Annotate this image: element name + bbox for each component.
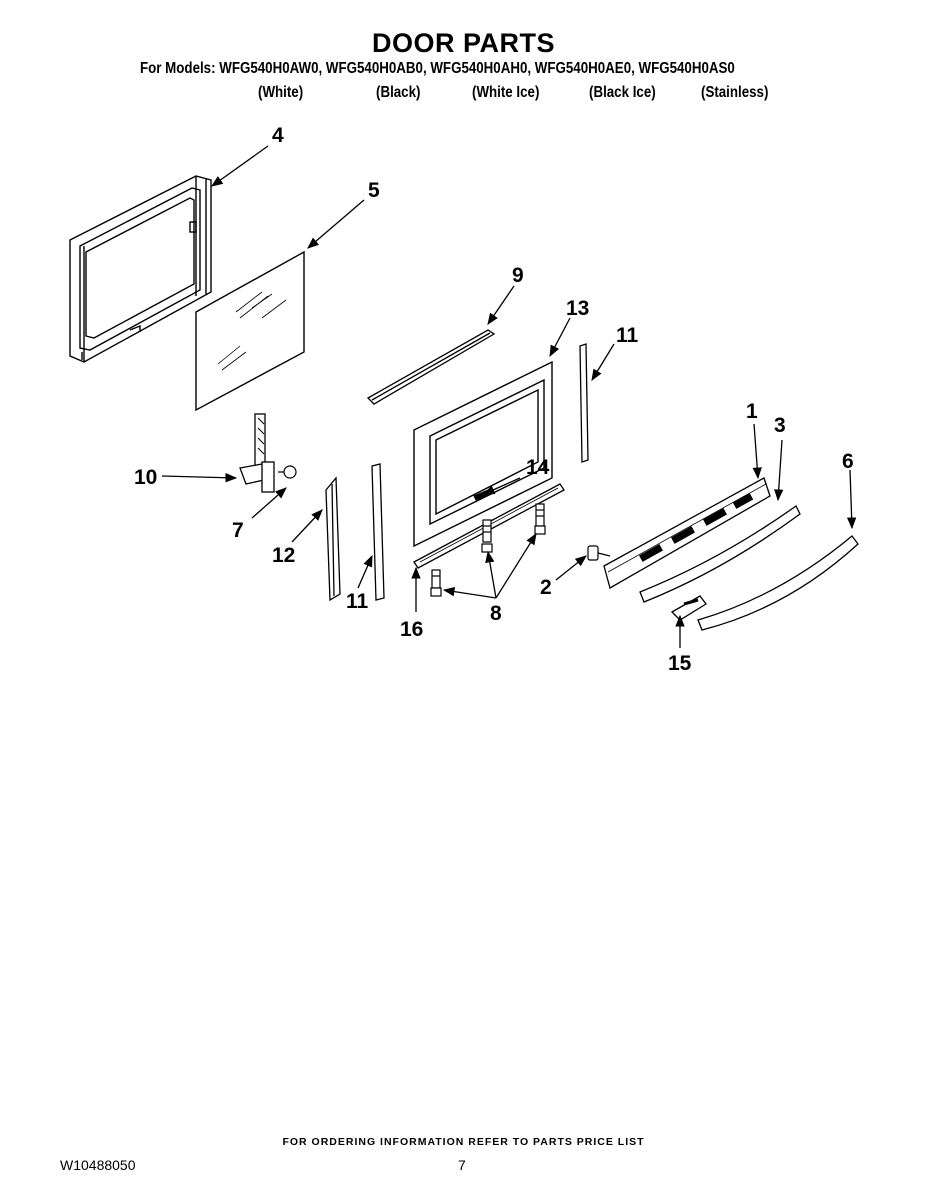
part-handle-trim <box>697 535 859 631</box>
page-number: 7 <box>458 1157 466 1173</box>
part-hinge-screw <box>278 465 297 479</box>
part-door-glass <box>195 250 305 412</box>
color-label-white-ice: (White Ice) <box>472 84 540 101</box>
color-label-stainless: (Stainless) <box>701 84 769 101</box>
part-screws <box>430 503 546 597</box>
callout-3: 3 <box>774 414 786 437</box>
models-line: For Models: WFG540H0AW0, WFG540H0AB0, WF… <box>140 60 735 77</box>
part-outer-door-panel <box>413 360 553 548</box>
part-side-trim-left <box>371 463 385 601</box>
callout-8: 8 <box>490 602 502 625</box>
part-vent-handle-base <box>603 477 771 589</box>
callout-10: 10 <box>134 466 157 489</box>
part-handle-screw <box>587 545 611 561</box>
callout-7: 7 <box>232 519 244 542</box>
callout-12: 12 <box>272 544 295 567</box>
leader-lines <box>161 145 857 648</box>
part-end-cap <box>670 595 707 621</box>
part-side-trim-right <box>579 343 589 463</box>
part-inner-door-frame <box>69 175 212 363</box>
callout-1: 1 <box>746 400 758 423</box>
part-door-handle <box>639 505 801 603</box>
callout-6: 6 <box>842 450 854 473</box>
color-label-white: (White) <box>258 84 304 101</box>
ordering-note: FOR ORDERING INFORMATION REFER TO PARTS … <box>282 1136 645 1148</box>
page-title: DOOR PARTS <box>371 28 555 58</box>
part-door-hinge <box>239 413 275 493</box>
callout-15: 15 <box>668 652 692 675</box>
part-hinge-channel <box>325 476 341 602</box>
color-label-black: (Black) <box>376 84 421 101</box>
color-label-black-ice: (Black Ice) <box>589 84 656 101</box>
document-number: W10488050 <box>60 1157 136 1173</box>
callout-13: 13 <box>566 297 589 320</box>
callout-2: 2 <box>540 576 552 599</box>
callout-11-left: 11 <box>346 590 369 613</box>
part-top-trim <box>366 329 496 405</box>
callout-4: 4 <box>272 124 284 147</box>
callout-16: 16 <box>400 618 423 641</box>
callout-5: 5 <box>368 179 380 202</box>
callout-9: 9 <box>512 264 524 287</box>
callout-14: 14 <box>526 456 550 479</box>
callout-11-right: 11 <box>616 324 639 347</box>
